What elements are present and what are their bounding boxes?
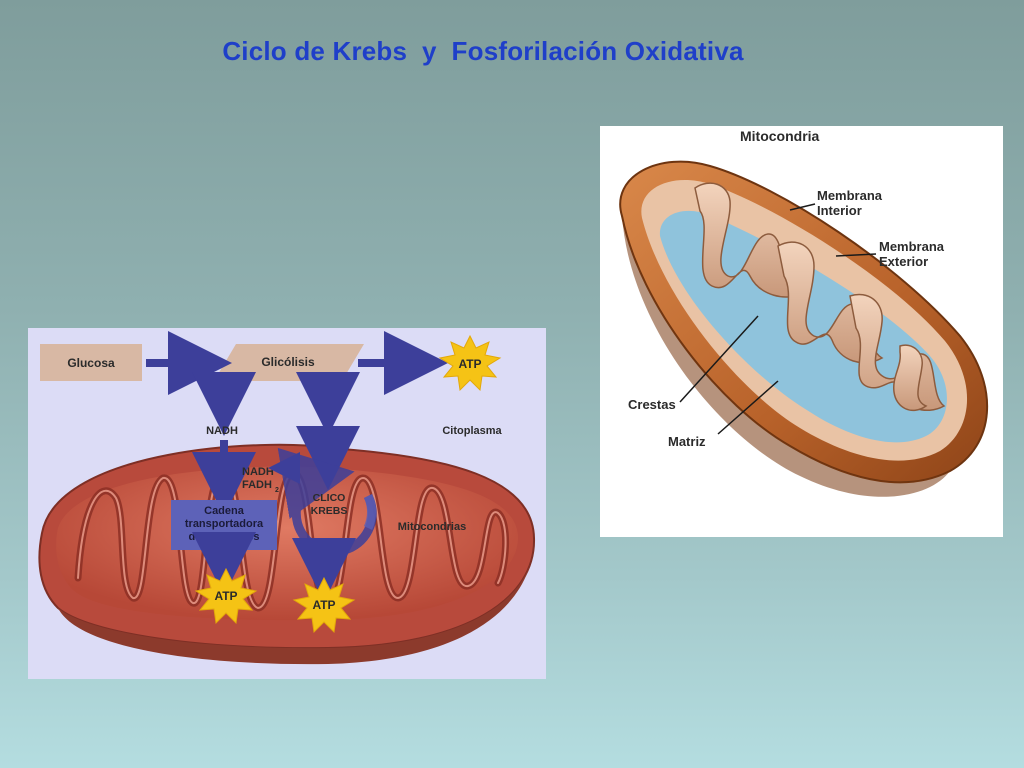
nadh-fadh-line2: FADH [242, 479, 272, 491]
membrana-interior-line2: Interior [817, 203, 862, 218]
atp-star-right [292, 576, 356, 634]
mitochondrion-illustration [38, 443, 536, 665]
leader-crestas [679, 315, 759, 403]
leader-membrana-exterior [835, 253, 877, 257]
piruvato-label: Piruvato [306, 425, 350, 437]
cadena-line1: Cadena [204, 505, 245, 517]
citoplasma-label: Citoplasma [442, 425, 502, 437]
glicolisis-box [214, 344, 364, 381]
krebs-pathway-svg: Glucosa Glicólisis ATP NADH Piruvato Cit… [38, 331, 536, 665]
atp-star-top [438, 334, 502, 392]
cadena-line2: transportadora [185, 518, 264, 530]
crestas-label: Crestas [628, 397, 676, 412]
matriz-label: Matriz [668, 434, 706, 449]
glucosa-label: Glucosa [67, 356, 115, 370]
atp-left-label: ATP [214, 589, 237, 603]
mitochondria-anatomy-diagram: Mitocondria Membrana Interior Me [600, 126, 1003, 537]
membrana-exterior-line1: Membrana [879, 239, 945, 254]
glicolisis-label: Glicólisis [261, 355, 315, 369]
mitocondria-title: Mitocondria [740, 128, 820, 144]
cadena-line3: de electrones [189, 531, 260, 543]
leader-membrana-interior [789, 203, 816, 211]
glucosa-box [40, 344, 142, 381]
membrana-interior-line1: Membrana [817, 188, 883, 203]
membrana-exterior-line2: Exterior [879, 254, 928, 269]
krebs-line1: CLICO [313, 492, 346, 504]
arrow-krebs-nadh [268, 452, 301, 485]
krebs-pathway-diagram: Glucosa Glicólisis ATP NADH Piruvato Cit… [28, 328, 546, 679]
mitochondrion-anatomy-illustration [619, 160, 989, 497]
nadh-label: NADH [206, 425, 238, 437]
nadh-fadh-line1: NADH [242, 466, 274, 478]
leader-matriz [717, 380, 779, 435]
mitochondria-anatomy-svg: Mitocondria Membrana Interior Me [619, 128, 989, 497]
krebs-line2: KREBS [311, 505, 348, 517]
atp-top-label: ATP [458, 357, 481, 371]
fadh-subscript: 2 [275, 487, 279, 494]
atp-right-label: ATP [312, 598, 335, 612]
mitocondrias-label: Mitocondrias [398, 521, 466, 533]
slide-title: Ciclo de Krebs y Fosforilación Oxidativa [222, 36, 744, 66]
atp-star-left [194, 567, 258, 625]
